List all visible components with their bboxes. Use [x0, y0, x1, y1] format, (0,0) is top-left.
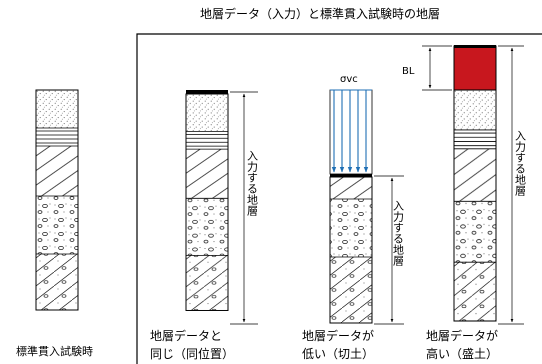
- overburden-load-arrows: [330, 89, 372, 173]
- caption-same-line1: 地層データと: [150, 328, 222, 343]
- column-low: σvc 入力する地層 地層データが 低い（切土）: [302, 74, 405, 361]
- caption-high-line2: 高い（盛土）: [426, 346, 498, 361]
- caption-spt: 標準貫入試験時: [16, 344, 93, 358]
- column-high: BL 入力する地層 地層データが 高い（盛土）: [402, 45, 527, 361]
- caption-high-line1: 地層データが: [426, 328, 498, 343]
- fill-layer-red: [453, 45, 497, 91]
- caption-low-line2: 低い（切土）: [302, 347, 374, 361]
- surface-line: [330, 174, 372, 177]
- input-layer-label: 入力する地層: [246, 150, 259, 216]
- column-spt: 標準貫入試験時: [16, 89, 93, 358]
- soil-column: [453, 89, 497, 322]
- diagram-title: 地層データ（入力）と標準貫入試験時の地層: [200, 6, 440, 21]
- soil-column: [185, 93, 229, 311]
- caption-low-line1: 地層データが: [302, 328, 374, 343]
- bl-label: BL: [402, 66, 415, 77]
- load-label: σvc: [340, 74, 358, 85]
- frame-border: [136, 33, 542, 364]
- input-layer-label: 入力する地層: [514, 130, 527, 196]
- caption-same-line2: 同じ（同位置）: [150, 346, 234, 361]
- surface-line: [186, 90, 228, 94]
- soil-column: [329, 176, 373, 324]
- soil-column: [35, 89, 79, 311]
- removed-soil: [329, 89, 373, 175]
- input-layer-label: 入力する地層: [392, 200, 405, 266]
- column-same: 入力する地層 地層データと 同じ（同位置）: [150, 90, 259, 361]
- fill-top-line: [454, 45, 496, 48]
